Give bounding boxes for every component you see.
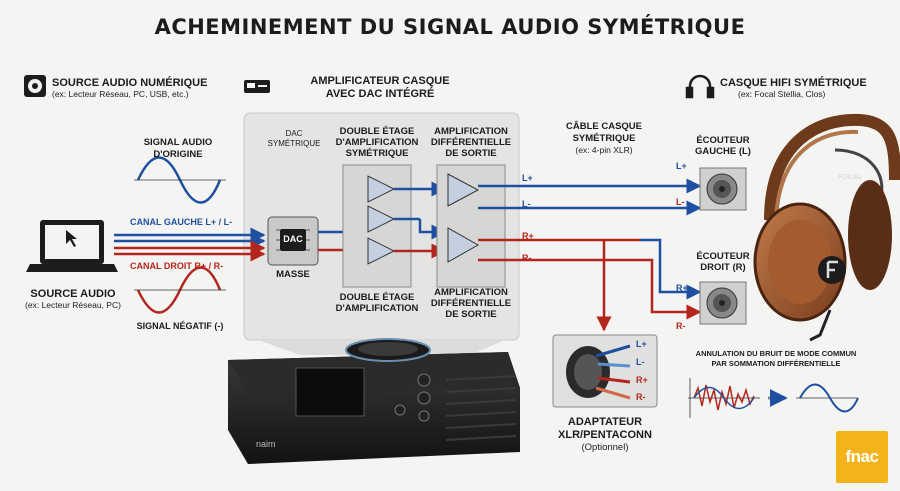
cable-r-minus: R-: [522, 253, 532, 263]
adapter-title-line1: ADAPTATEUR: [567, 416, 643, 428]
headphones-illustration: [753, 113, 900, 342]
adapter-box: [552, 334, 658, 408]
device-brand: naim: [256, 439, 276, 449]
adapter-title-line2: XLR/PENTACONN: [558, 429, 652, 441]
speaker-icon: [24, 75, 46, 97]
left-earcup-line1: ÉCOUTEUR: [696, 135, 750, 146]
double-stage-top-line1: DOUBLE ÉTAGE: [339, 126, 415, 137]
amplifier-triangle-icon: [367, 205, 396, 233]
earcup-r-minus: R-: [676, 321, 686, 331]
right-channel-label: CANAL DROIT R+ / R-: [130, 261, 224, 271]
earcup-l-minus: L-: [676, 197, 685, 207]
adapter-r-minus: R-: [636, 392, 646, 402]
earcup-r-plus: R+: [676, 283, 688, 293]
diff-amp-top-line1: AMPLIFICATION: [434, 126, 508, 137]
diff-amp-top-line2: DIFFÉRENTIELLE: [430, 137, 512, 148]
earcup-driver-icon: [699, 167, 747, 211]
ground-label: MASSE: [276, 269, 310, 280]
double-stage-top-line3: SYMÉTRIQUE: [345, 148, 409, 159]
dac-box-icon: [244, 80, 270, 93]
cable-l-minus: L-: [522, 199, 531, 209]
page-title: ACHEMINEMENT DU SIGNAL AUDIO SYMÉTRIQUE: [154, 15, 746, 39]
diff-amp-top-line3: DE SORTIE: [445, 148, 497, 159]
audio-source-examples: (ex: Lecteur Réseau, PC): [25, 300, 121, 310]
digital-source-examples: (ex: Lecteur Réseau, PC, USB, etc.): [52, 89, 189, 99]
headphones-brand: FOCAL: [838, 174, 863, 181]
left-channel-label: CANAL GAUCHE L+ / L-: [130, 217, 233, 227]
cable-title-line1: CÂBLE CASQUE: [565, 121, 642, 132]
cable-r-plus: R+: [522, 231, 534, 241]
double-stage-top-line2: D'AMPLIFICATION: [335, 137, 419, 148]
amplifier-device: [228, 338, 520, 464]
adapter-l-minus: L-: [636, 357, 645, 367]
headphones-title: CASQUE HIFI SYMÉTRIQUE: [720, 77, 867, 89]
laptop-icon: [26, 220, 118, 272]
headphones-examples: (ex: Focal Stellia, Clos): [738, 89, 826, 99]
noise-cancellation-graphic: [688, 378, 859, 418]
chip-icon: [267, 216, 319, 266]
amplifier-triangle-icon: [367, 237, 396, 265]
original-signal-line1: SIGNAL AUDIO: [143, 137, 213, 148]
cable-l-plus: L+: [522, 173, 533, 183]
fnac-logo: fnac: [836, 431, 888, 483]
adapter-note: (Optionnel): [581, 442, 629, 453]
double-stage-bottom-line2: D'AMPLIFICATION: [335, 303, 419, 314]
double-stage-block: [342, 164, 412, 288]
earcup-l-plus: L+: [676, 161, 687, 171]
input-signal-lines: [114, 227, 266, 262]
output-signal-lines: [478, 178, 702, 332]
original-signal-line2: D'ORIGINE: [153, 149, 203, 160]
negative-signal-label: SIGNAL NÉGATIF (-): [136, 321, 224, 331]
noise-cancel-line2: PAR SOMMATION DIFFÉRENTIELLE: [711, 359, 841, 368]
dac-label-line2: SYMÉTRIQUE: [267, 139, 321, 148]
noise-cancel-line1: ANNULATION DU BRUIT DE MODE COMMUN: [695, 349, 857, 358]
earcup-driver-icon: [699, 281, 747, 325]
dac-chip-label: DAC: [283, 234, 303, 244]
digital-source-title: SOURCE AUDIO NUMÉRIQUE: [52, 77, 208, 89]
headphones-icon: [685, 74, 715, 99]
amplifier-title-line2: AVEC DAC INTÉGRÉ: [325, 88, 435, 100]
cursor-icon: [66, 230, 77, 247]
audio-source-title: SOURCE AUDIO: [30, 288, 116, 300]
right-earcup-line1: ÉCOUTEUR: [696, 251, 750, 262]
double-stage-bottom-line1: DOUBLE ÉTAGE: [339, 292, 415, 303]
left-earcup-line2: GAUCHE (L): [695, 146, 751, 157]
diff-amp-bottom-line2: DIFFÉRENTIELLE: [430, 298, 512, 309]
amplifier-title-line1: AMPLIFICATEUR CASQUE: [310, 75, 450, 87]
amplifier-triangle-icon: [447, 227, 480, 263]
amplifier-triangle-icon: [367, 175, 396, 203]
diff-amp-bottom-line3: DE SORTIE: [445, 309, 497, 320]
right-earcup-line2: DROIT (R): [700, 262, 746, 273]
diff-amp-bottom-line1: AMPLIFICATION: [434, 287, 508, 298]
amplifier-triangle-icon: [447, 173, 480, 207]
adapter-r-plus: R+: [636, 375, 648, 385]
adapter-l-plus: L+: [636, 339, 647, 349]
cable-title-line2: SYMÉTRIQUE: [572, 133, 636, 144]
differential-amp-block: [436, 164, 506, 288]
dac-label-line1: DAC: [285, 129, 303, 138]
cable-examples: (ex: 4-pin XLR): [575, 145, 633, 155]
